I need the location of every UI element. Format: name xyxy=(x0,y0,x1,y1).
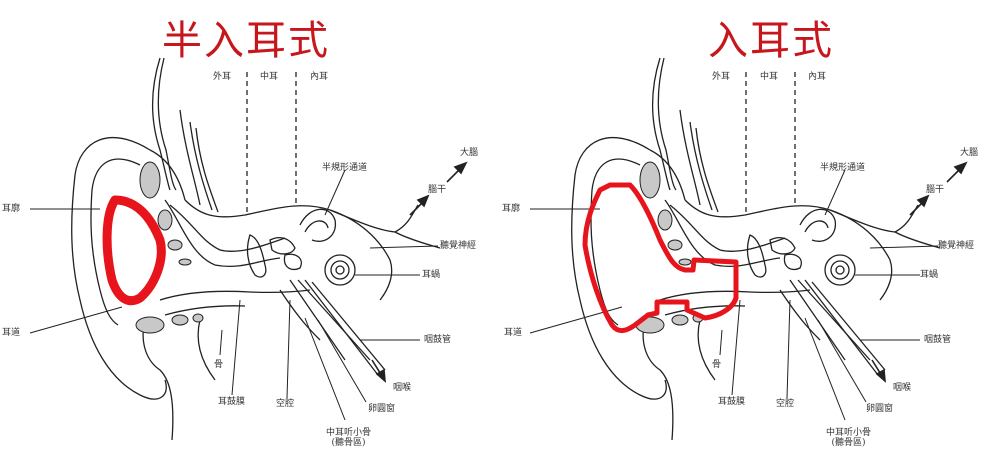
label-inner-ear: 內耳 xyxy=(808,72,827,82)
panel-title: 半入耳式 xyxy=(162,18,330,64)
label-ear-canal: 耳道 xyxy=(504,328,523,338)
ear-anatomy-diagram xyxy=(529,57,968,441)
label-brainstem: 腦干 xyxy=(428,185,447,195)
label-cochlea: 耳蝸 xyxy=(920,270,939,280)
label-bone: 骨 xyxy=(214,360,224,370)
label-cerebrum: 大腦 xyxy=(460,148,479,158)
label-middle-ear: 中耳 xyxy=(760,72,779,82)
label-oval-window: 卵圓窗 xyxy=(368,404,396,414)
label-oval-window: 卵圓窗 xyxy=(866,404,894,414)
panel-title: 入耳式 xyxy=(708,18,834,64)
panel-in-ear: 入耳式 xyxy=(500,0,1000,454)
earbud-fit-highlight xyxy=(582,182,739,334)
label-outer-ear: 外耳 xyxy=(213,72,232,82)
panel-semi-in-ear: 半入耳式 xyxy=(2,18,479,448)
label-ear-canal: 耳道 xyxy=(2,328,21,338)
earbud-fit-highlight xyxy=(102,195,166,306)
label-ossicles: 中耳听小骨(聽骨區) xyxy=(326,428,372,448)
label-semicircular-canals: 半規形通道 xyxy=(820,163,866,173)
ear-anatomy-diagram xyxy=(29,57,468,441)
label-ossicles: 中耳听小骨(聽骨區) xyxy=(826,428,872,448)
label-cochlea: 耳蝸 xyxy=(422,270,441,280)
label-cerebrum: 大腦 xyxy=(960,148,979,158)
label-throat: 咽喉 xyxy=(393,383,412,393)
label-brainstem: 腦干 xyxy=(926,185,945,195)
label-auditory-nerve: 聽覺神經 xyxy=(938,241,975,251)
label-auditory-nerve: 聽覺神經 xyxy=(440,241,477,251)
label-throat: 咽喉 xyxy=(893,383,912,393)
label-middle-ear: 中耳 xyxy=(260,72,279,82)
label-eardrum: 耳鼓膜 xyxy=(718,397,746,407)
label-cavity: 空腔 xyxy=(276,399,295,409)
label-bone: 骨 xyxy=(712,360,722,370)
label-semicircular-canals: 半規形通道 xyxy=(322,163,368,173)
label-eustachian-tube: 咽鼓管 xyxy=(424,335,452,345)
label-eustachian-tube: 咽鼓管 xyxy=(924,335,952,345)
label-inner-ear: 內耳 xyxy=(310,72,329,82)
label-cavity: 空腔 xyxy=(776,399,795,409)
label-pinna: 耳廓 xyxy=(2,204,21,214)
label-outer-ear: 外耳 xyxy=(712,72,731,82)
label-pinna: 耳廓 xyxy=(502,204,521,214)
label-eardrum: 耳鼓膜 xyxy=(218,397,246,407)
